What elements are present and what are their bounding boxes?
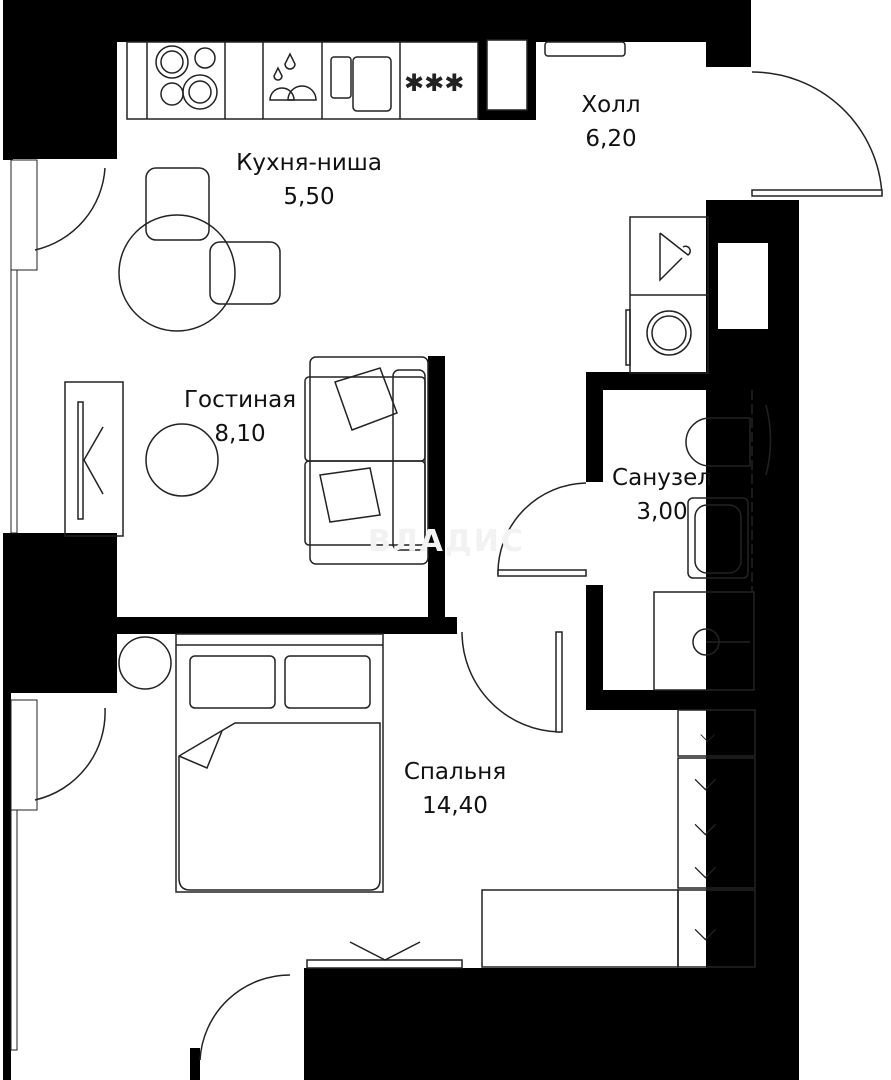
room-area: 3,00 (636, 499, 688, 525)
room-area: 5,50 (283, 184, 335, 210)
room-label-kitchen: Кухня-ниша 5,50 (236, 146, 382, 214)
dining-set (118, 167, 281, 332)
room-name: Холл (581, 92, 641, 118)
room-label-hall: Холл 6,20 (581, 88, 640, 156)
room-label-bedroom: Спальня 14,40 (404, 755, 506, 823)
double-bed (175, 633, 384, 893)
hanger-icons: ⌵ ⌵ ⌵ ⌵ ⌵ (694, 723, 717, 948)
kitchen-counter: ✱✱✱ (126, 39, 626, 120)
hall-wardrobe (625, 216, 709, 374)
room-name: Гостиная (183, 387, 297, 413)
room-name: Кухня-ниша (236, 150, 382, 176)
room-area: 6,20 (585, 126, 637, 152)
svg-text:⌵: ⌵ (694, 913, 717, 948)
svg-text:⌵: ⌵ (694, 851, 717, 886)
room-label-bathroom: Санузел 3,00 (612, 461, 712, 529)
room-label-living: Гостиная 8,10 (184, 383, 296, 451)
room-name: Спальня (403, 759, 507, 785)
walls (3, 0, 799, 1080)
svg-text:⌵: ⌵ (694, 808, 717, 843)
room-name: Санузел (612, 465, 712, 491)
doors (34, 71, 883, 1061)
bedroom-wardrobe (306, 709, 756, 969)
svg-text:⌵: ⌵ (694, 763, 717, 798)
svg-text:✱✱✱: ✱✱✱ (404, 69, 464, 97)
room-area: 14,40 (422, 793, 488, 819)
watermark: ВЛАДИС (368, 524, 525, 559)
bathroom-fixtures (653, 390, 772, 691)
living-furniture (64, 356, 429, 690)
room-area: 8,10 (214, 421, 266, 447)
svg-text:⌵: ⌵ (700, 723, 715, 747)
